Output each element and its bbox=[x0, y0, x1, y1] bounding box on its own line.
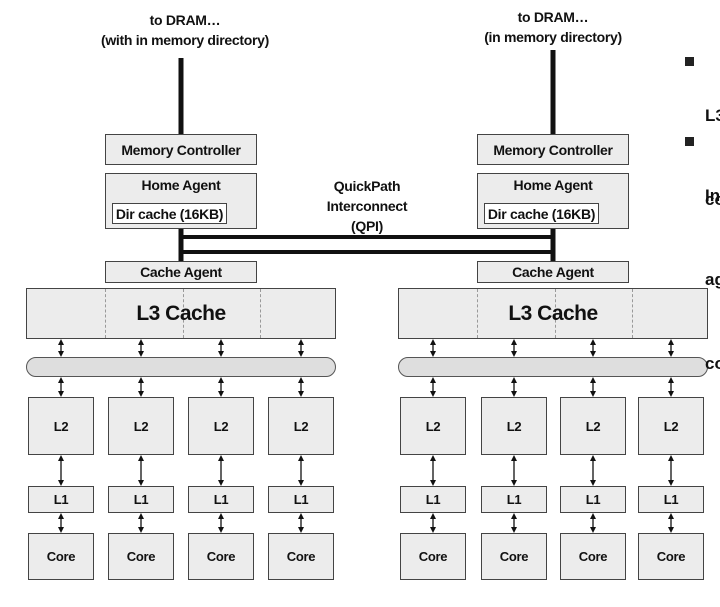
core-left-2: Core bbox=[108, 533, 174, 580]
bullet-1-line2: co bbox=[705, 190, 720, 209]
l1-cache-right-2: L1 bbox=[481, 486, 547, 513]
ring-bus-right bbox=[398, 357, 708, 377]
l1-cache-right-3: L1 bbox=[560, 486, 626, 513]
l1-cache-right-4: L1 bbox=[638, 486, 704, 513]
core-right-1: Core bbox=[400, 533, 466, 580]
home-agent-left-label: Home Agent bbox=[141, 177, 221, 193]
dram-label-left-line1: to DRAM… bbox=[149, 12, 221, 28]
l1-cache-left-4: L1 bbox=[268, 486, 334, 513]
dram-label-left-line2: (with in memory directory) bbox=[100, 32, 269, 48]
dir-cache-right: Dir cache (16KB) bbox=[484, 203, 599, 224]
qpi-label-line2: Interconnect bbox=[326, 198, 408, 214]
l2-cache-right-2: L2 bbox=[481, 397, 547, 455]
home-agent-left: Home Agent Dir cache (16KB) bbox=[105, 173, 257, 229]
l1-cache-left-3: L1 bbox=[188, 486, 254, 513]
dram-label-right-line1: to DRAM… bbox=[517, 9, 589, 25]
cache-agent-left: Cache Agent bbox=[105, 261, 257, 283]
l1-cache-left-1: L1 bbox=[28, 486, 94, 513]
memory-controller-right: Memory Controller bbox=[477, 134, 629, 165]
dram-label-right-line2: (in memory directory) bbox=[484, 29, 622, 45]
core-right-2: Core bbox=[481, 533, 547, 580]
core-left-4: Core bbox=[268, 533, 334, 580]
core-left-3: Core bbox=[188, 533, 254, 580]
dir-cache-left: Dir cache (16KB) bbox=[112, 203, 227, 224]
l2-cache-right-3: L2 bbox=[560, 397, 626, 455]
l3-cache-left-label: L3 Cache bbox=[136, 301, 226, 325]
l2-cache-left-3: L2 bbox=[188, 397, 254, 455]
l3-cache-right-label: L3 Cache bbox=[508, 301, 598, 325]
l2-cache-left-1: L2 bbox=[28, 397, 94, 455]
bullet-2-line2: ag bbox=[705, 270, 720, 289]
l2-cache-right-1: L2 bbox=[400, 397, 466, 455]
bullet-2-marker bbox=[685, 137, 694, 146]
home-agent-right: Home Agent Dir cache (16KB) bbox=[477, 173, 629, 229]
bullet-2-line1: In bbox=[705, 186, 720, 205]
l2-cache-left-2: L2 bbox=[108, 397, 174, 455]
l1-cache-right-1: L1 bbox=[400, 486, 466, 513]
home-agent-right-label: Home Agent bbox=[513, 177, 593, 193]
l2-cache-right-4: L2 bbox=[638, 397, 704, 455]
core-right-3: Core bbox=[560, 533, 626, 580]
memory-controller-left: Memory Controller bbox=[105, 134, 257, 165]
l3-cache-left: L3 Cache bbox=[26, 288, 336, 339]
bullet-2-line3: co bbox=[705, 354, 720, 373]
core-left-1: Core bbox=[28, 533, 94, 580]
qpi-label-line3: (QPI) bbox=[351, 218, 383, 234]
l2-cache-left-4: L2 bbox=[268, 397, 334, 455]
cache-agent-right: Cache Agent bbox=[477, 261, 629, 283]
core-right-4: Core bbox=[638, 533, 704, 580]
ring-bus-left bbox=[26, 357, 336, 377]
l1-cache-left-2: L1 bbox=[108, 486, 174, 513]
qpi-label-line1: QuickPath bbox=[333, 178, 401, 194]
bullet-1-marker bbox=[685, 57, 694, 66]
bullet-1-line1: L3 bbox=[705, 106, 720, 125]
l3-cache-right: L3 Cache bbox=[398, 288, 708, 339]
